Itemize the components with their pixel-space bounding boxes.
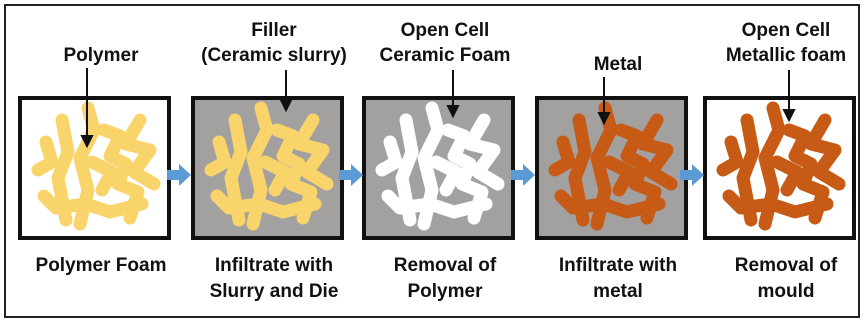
pointer-arrowhead-icon [448,106,458,116]
pointer-arrowhead-icon [82,136,92,146]
pointer-arrowhead-icon [784,110,794,120]
pointer-arrowhead-icon [599,113,609,123]
pointer-arrowhead-icon [281,100,291,110]
